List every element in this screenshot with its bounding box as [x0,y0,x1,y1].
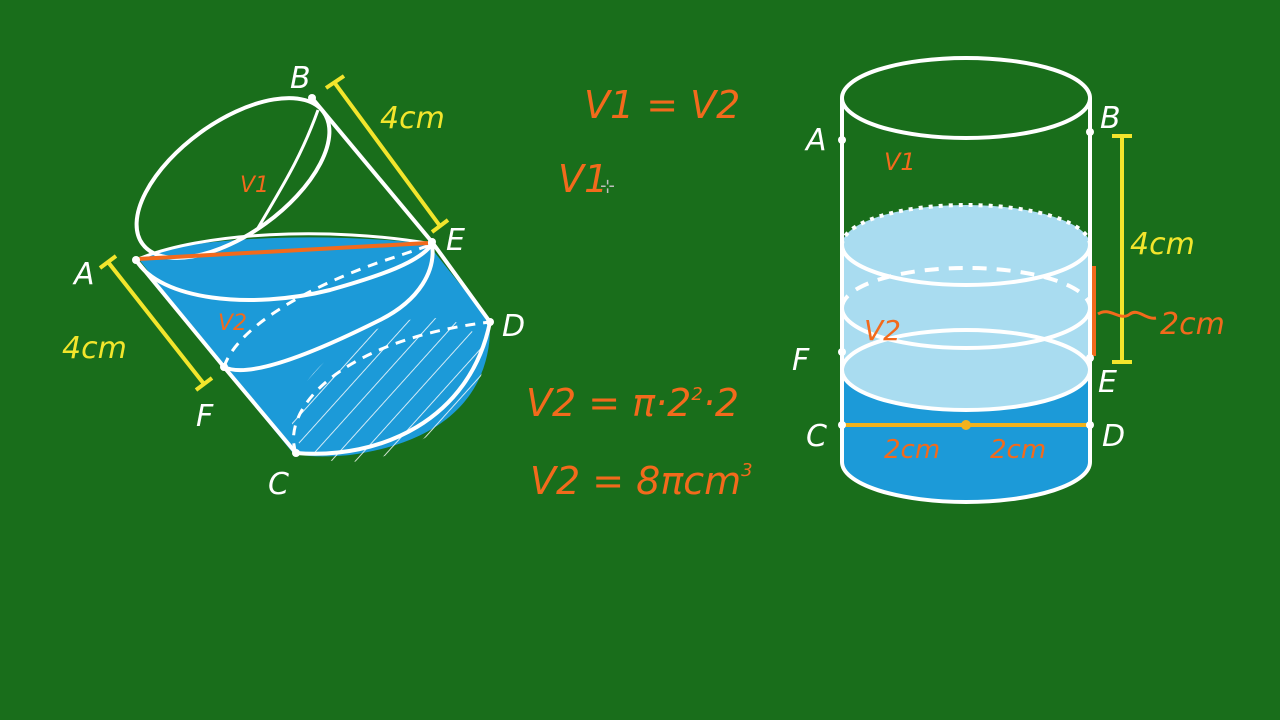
tilted-top-inner-arc [256,109,320,229]
equation-v1: V1 [558,157,608,201]
right-radius-left-label: 2cm [884,435,940,465]
upright-water-surface-front [840,244,1092,287]
vertex-dot [132,256,140,264]
right-point-d: D [1102,419,1125,454]
equation-v1-equals-v2: V1 = V2 [584,83,740,127]
equation-v2-result-exponent: 3 [741,460,752,481]
tilted-water-surface-back [135,232,433,262]
equations: V1 = V2 V1 ⊹ V2 = π·22·2 V2 = 8πcm3 [526,83,753,503]
equation-v2-formula-exponent: 2 [691,384,702,405]
cursor-crosshair-icon: ⊹ [600,176,615,197]
upright-bottom-ellipse-front [840,461,1092,504]
left-v1-label: V1 [240,173,269,198]
vertex-dot [1086,421,1094,429]
left-point-d: D [502,309,525,344]
right-height-label: 4cm [1130,227,1195,262]
left-length-af: 4cm [62,331,127,366]
tilted-water-surface-front [134,242,434,302]
dimension-af-cap-top [98,254,118,270]
right-point-e: E [1098,365,1117,400]
tilted-bottom-ellipse-front [295,321,492,456]
upright-f-ellipse-back [840,328,1092,371]
dimension-be-cap-top [324,74,346,90]
dimension-af-cap-bottom [194,376,214,392]
right-v1-label: V1 [884,148,916,176]
vertex-dot [838,348,846,356]
tilted-middle-ellipse-back [222,242,433,368]
vertex-dot [486,318,494,326]
vertex-dot [220,363,228,371]
equation-v2-formula-main: V2 = π·2 [526,381,691,425]
upright-water-surface-back [840,203,1092,246]
left-point-e: E [446,223,465,258]
vertex-dot [308,94,316,102]
vertex-dot [838,136,846,144]
right-v2-label: V2 [864,314,901,347]
left-length-be: 4cm [380,101,445,136]
left-v2-label: V2 [218,311,247,336]
dimension-be [332,80,442,228]
tilted-cylinder: A B C D E F 4cm 4cm V1 V2 [62,61,525,502]
water-height-arrow [1097,310,1157,320]
left-point-c: C [268,467,289,502]
left-point-b: B [290,61,311,96]
upright-f-ellipse-front [840,369,1092,412]
dimension-af [106,260,206,386]
upright-mid-ellipse-back [840,266,1092,309]
vertex-dot [292,449,300,457]
right-radius-right-label: 2cm [990,435,1046,465]
upright-light-water [842,205,1090,410]
center-dot [961,420,971,430]
edge-f-c [222,365,298,455]
right-point-b: B [1100,101,1121,136]
upright-dark-water [842,370,1090,502]
upright-cylinder: A B F E C D V1 V2 4cm 2cm 2cm 2cm [792,56,1225,504]
right-point-a: A [804,123,827,158]
vertex-dot [838,421,846,429]
equation-v2-result: V2 = 8πcm3 [530,459,753,503]
upright-top-ellipse [840,56,1092,140]
right-point-c: C [806,419,827,454]
equation-v2-formula: V2 = π·22·2 [526,381,739,425]
tilted-middle-ellipse-front [223,243,435,373]
vertex-dot [1086,128,1094,136]
dimension-be-cap-bottom [430,218,450,234]
tilted-bottom-ellipse-back [292,320,491,454]
diagonal-a-e [137,241,429,261]
vertex-dot [1086,354,1094,362]
vertex-dot [428,238,436,246]
right-water-height-label: 2cm [1160,307,1225,342]
tilted-bottom-cap [291,317,485,463]
equation-v2-result-main: V2 = 8πcm [530,459,741,503]
equation-v2-formula-tail: ·2 [703,381,739,425]
edge-b-e [310,96,434,244]
right-point-f: F [792,343,810,378]
edge-e-d [430,240,492,324]
left-point-f: F [196,399,214,434]
upright-mid-ellipse-front [840,307,1092,350]
left-point-a: A [72,257,95,292]
